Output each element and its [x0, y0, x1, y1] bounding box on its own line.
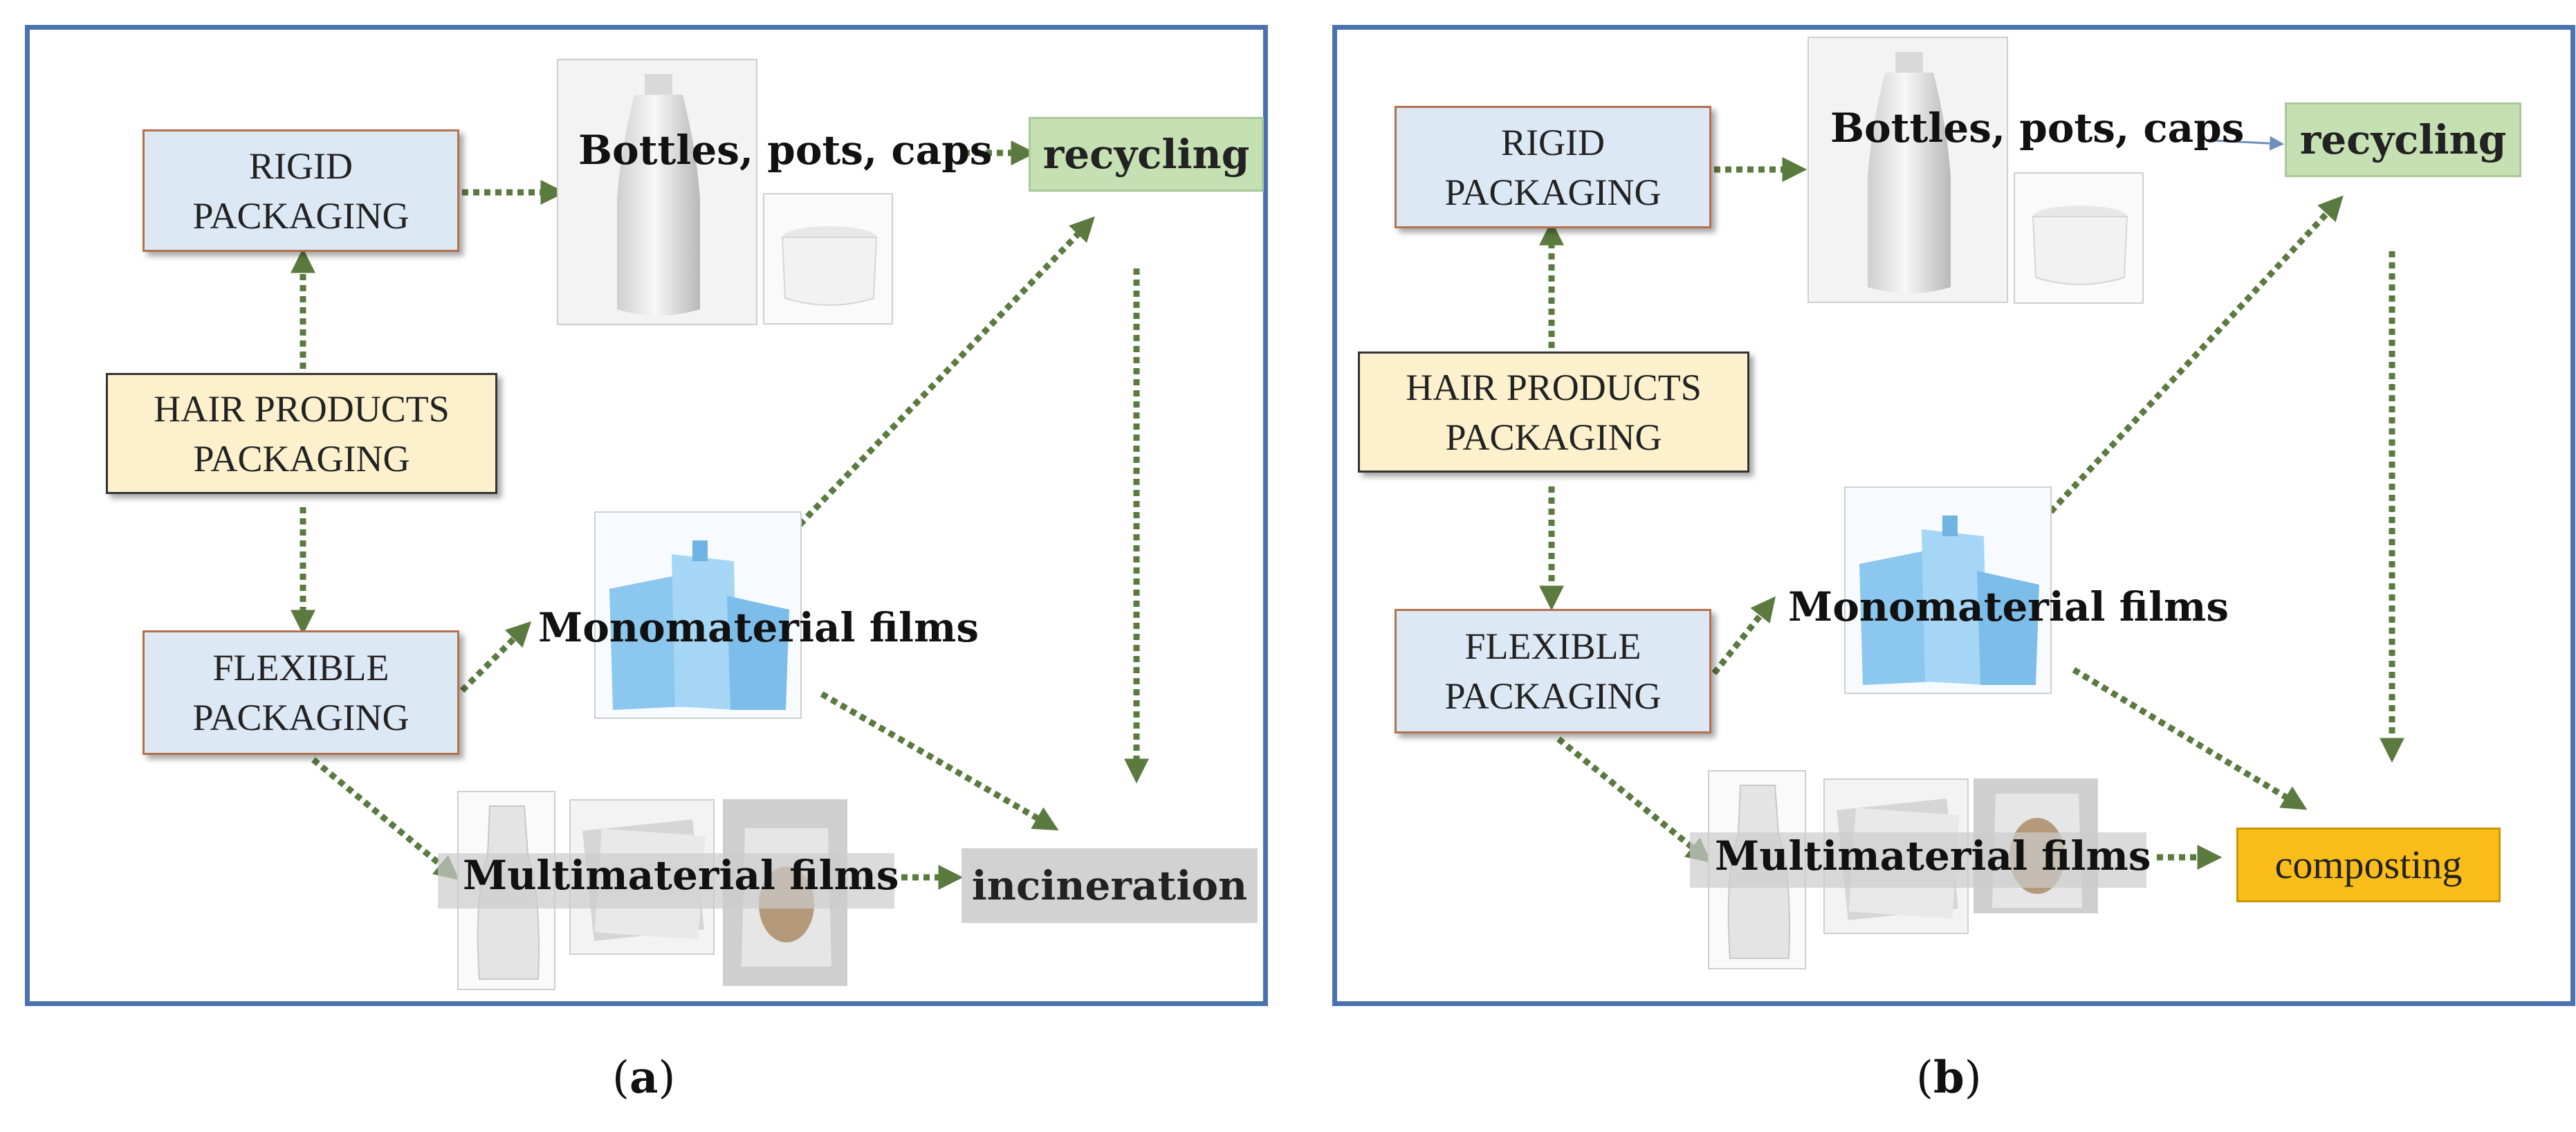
bottle-image	[1807, 37, 2008, 303]
bottle-image	[557, 59, 757, 325]
pot-image	[2014, 172, 2144, 304]
arrow-mono-to-recycling	[2033, 195, 2344, 531]
hair-products-packaging-box: HAIR PRODUCTS PACKAGING	[1358, 352, 1749, 473]
caption-b: (b)	[1916, 1052, 1982, 1104]
arrow-mono-to-incineration	[820, 691, 1059, 831]
panel-a-arrows	[291, 140, 1149, 890]
arrow-mono-to-recycling	[774, 216, 1095, 551]
caption-a: (a)	[612, 1052, 676, 1104]
incineration-box: incineration	[962, 848, 1258, 923]
panel-b: RIGID PACKAGING HAIR PRODUCTS PACKAGING …	[1332, 25, 2575, 1006]
recycling-box: recycling	[1029, 117, 1264, 192]
bottles-pots-caps-label: Bottles, pots, caps	[578, 127, 993, 174]
arrow-flexible-to-multi	[311, 757, 460, 881]
monomaterial-films-label: Monomaterial films	[1788, 583, 2229, 630]
panel-b-arrows	[1539, 136, 2404, 870]
multimaterial-films-label: Multimaterial films	[1715, 832, 2151, 879]
rigid-packaging-box: RIGID PACKAGING	[1395, 106, 1711, 228]
arrow-flexible-to-mono	[459, 621, 532, 693]
arrow-flexible-to-multi	[1556, 736, 1712, 864]
composting-box: composting	[2236, 828, 2501, 902]
monomaterial-films-label: Monomaterial films	[538, 604, 979, 651]
bottles-pots-caps-label: Bottles, pots, caps	[1830, 104, 2245, 152]
pouch-image	[1844, 486, 2052, 694]
flexible-packaging-box: FLEXIBLE PACKAGING	[142, 630, 459, 755]
pot-image	[763, 193, 893, 325]
arrow-bottles-to-recycling	[2211, 136, 2285, 151]
rigid-packaging-box: RIGID PACKAGING	[142, 129, 459, 252]
arrow-mono-to-composting	[2072, 667, 2308, 810]
pouch-image	[594, 511, 802, 719]
multi-label-band	[1690, 832, 2146, 888]
multi-label-band	[438, 853, 894, 909]
panel-a: RIGID PACKAGING HAIR PRODUCTS PACKAGING …	[25, 25, 1268, 1006]
multimaterial-films-label: Multimaterial films	[463, 852, 899, 899]
flexible-packaging-box: FLEXIBLE PACKAGING	[1395, 609, 1711, 733]
arrow-flexible-to-mono	[1711, 596, 1776, 675]
recycling-box: recycling	[2285, 102, 2521, 177]
hair-products-packaging-box: HAIR PRODUCTS PACKAGING	[106, 373, 497, 494]
